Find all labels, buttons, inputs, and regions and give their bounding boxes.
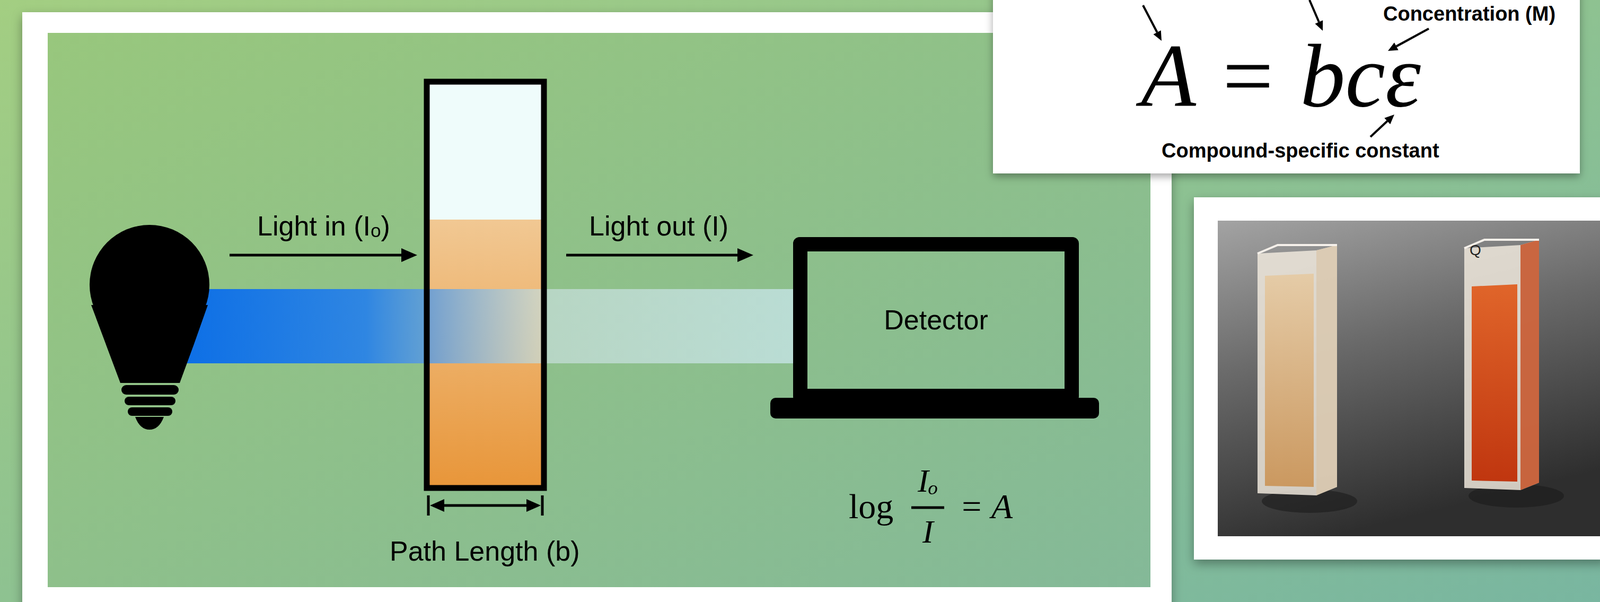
formula-term: Iₒ: [917, 461, 938, 500]
photo-label: Q: [1469, 241, 1482, 259]
formula-box: A = bcεConcentration (M) Compound-specifi…: [992, 0, 1580, 174]
detector-label: Detector: [883, 304, 989, 337]
arrow-label: Light out (I): [588, 210, 729, 243]
cuvette-outline: [426, 81, 544, 488]
formula-term: = A: [959, 486, 1013, 527]
light-beam: [183, 288, 794, 364]
arrow: [229, 248, 418, 262]
detector-box: Detector: [793, 236, 1079, 403]
callout-label: Concentration (M): [1383, 2, 1556, 26]
formula-term: log: [848, 486, 894, 527]
bulb-icon: [89, 224, 210, 430]
cuvette-air: [429, 84, 542, 486]
dimension-label: Path Length (b): [389, 535, 580, 568]
panel-ground: [47, 32, 1151, 587]
fraction-bar: [911, 506, 945, 509]
photo: [1193, 197, 1600, 560]
arrow: [566, 248, 754, 262]
formula: A = bcε: [1140, 24, 1421, 129]
dimension-bracket: [428, 495, 543, 516]
leader-line: [1309, 0, 1320, 22]
callout-label: Compound-specific constant: [1161, 139, 1440, 163]
formula-term: I: [922, 512, 934, 551]
arrow-label: Light in (Iₒ): [257, 210, 391, 243]
